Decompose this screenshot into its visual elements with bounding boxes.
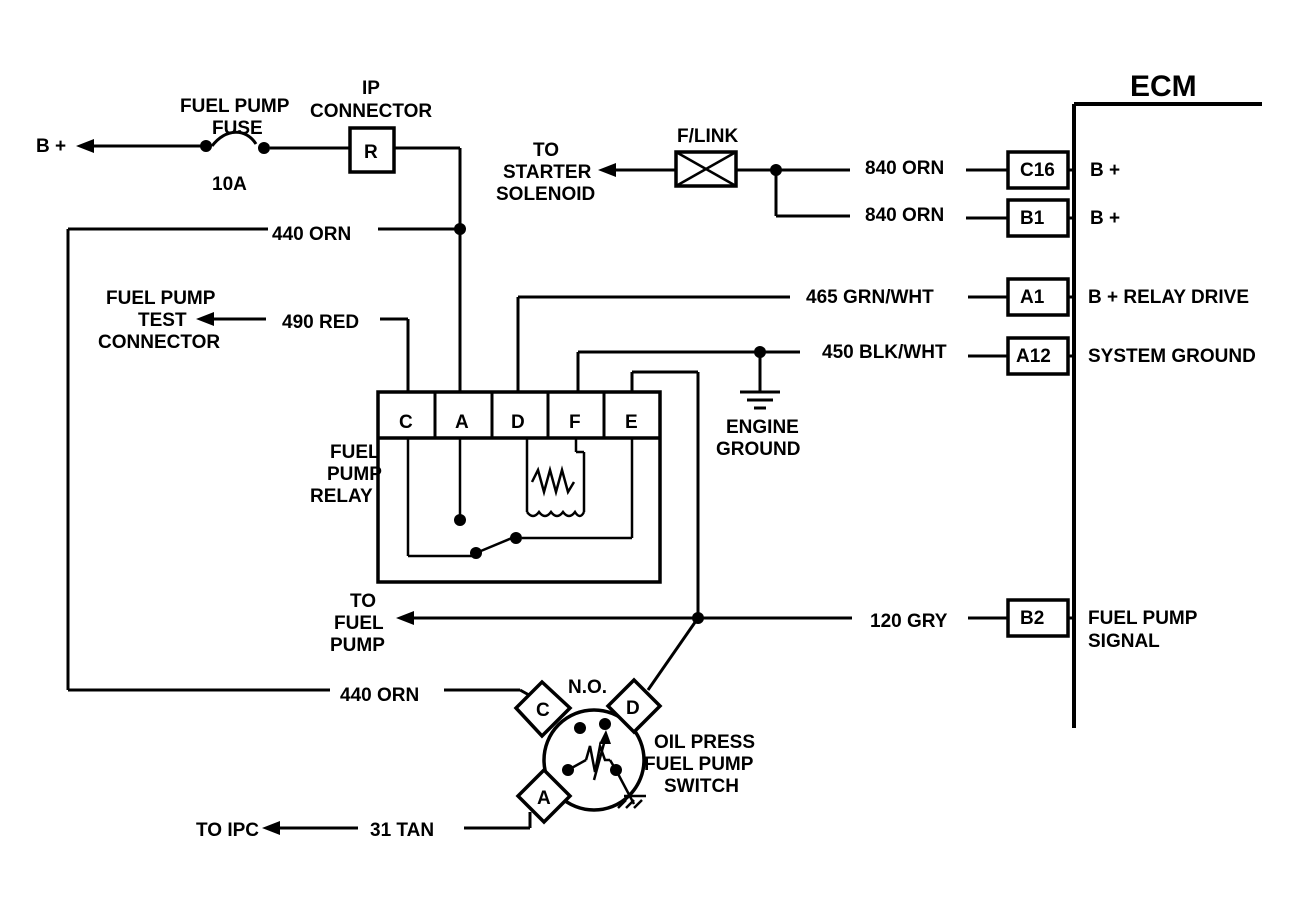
wire-490: FUEL PUMP TEST CONNECTOR 490 RED — [98, 288, 410, 392]
ecm-pin-b1-desc: B + — [1090, 208, 1120, 229]
ecm-pin-c16: C16 — [1020, 160, 1055, 181]
switch-no-label: N.O. — [568, 677, 607, 698]
wire-465: 465 GRN/WHT — [516, 287, 1008, 392]
relay-pin-c: C — [399, 412, 413, 433]
ecm-module: ECM C16 B + B1 B + A1 B + RELAY DRIVE A1… — [1006, 70, 1262, 728]
ecm-pin-b2: B2 — [1020, 608, 1044, 629]
arrow-left-icon — [598, 163, 616, 177]
switch-pin-a: A — [537, 788, 551, 809]
starter-label-2: STARTER — [503, 162, 592, 183]
ecm-pin-a1: A1 — [1020, 287, 1045, 308]
wire-440-label-bottom: 440 ORN — [340, 685, 419, 706]
wire-840-label-1: 840 ORN — [865, 158, 944, 179]
relay-housing — [376, 390, 662, 584]
fuse-title-2: FUSE — [212, 118, 263, 139]
test-connector-label-1: FUEL PUMP — [106, 288, 216, 309]
relay-name-2: PUMP — [327, 464, 382, 485]
wire-120-label: 120 GRY — [870, 611, 948, 632]
relay-pin-a: A — [455, 412, 469, 433]
wire-450-label: 450 BLK/WHT — [822, 342, 947, 363]
oil-pressure-switch: C D A N.O. OIL PRESS FUEL PUMP SWITCH — [513, 677, 755, 825]
ecm-pin-a1-desc: B + RELAY DRIVE — [1088, 287, 1249, 308]
ecm-pin-b1-box — [1006, 198, 1070, 238]
switch-terminal-d — [605, 677, 663, 735]
fusible-link-label: F/LINK — [677, 126, 738, 147]
b-plus-label: B + — [36, 136, 66, 157]
ip-connector-box — [348, 126, 396, 174]
relay-name-3: RELAY — [310, 486, 373, 507]
arrow-left-icon — [262, 821, 280, 835]
switch-body — [542, 708, 646, 812]
ip-connector-pin: R — [364, 142, 378, 163]
ecm-title: ECM — [1130, 70, 1197, 103]
relay-pin-e: E — [625, 412, 638, 433]
ecm-pin-b2-desc-1: FUEL PUMP — [1088, 608, 1198, 629]
test-connector-label-2: TEST — [138, 310, 187, 331]
relay-switch-icon — [406, 438, 634, 559]
wire-31-label: 31 TAN — [370, 820, 434, 841]
fuse-title-1: FUEL PUMP — [180, 96, 290, 117]
engine-ground-label-2: GROUND — [716, 439, 800, 460]
oil-switch-label-2: FUEL PUMP — [644, 754, 754, 775]
relay-coil-icon — [525, 438, 586, 518]
starter-label-1: TO — [533, 140, 559, 161]
to-fuel-pump-2: FUEL — [334, 613, 384, 634]
to-fuel-pump-1: TO — [350, 591, 376, 612]
starter-label-3: SOLENOID — [496, 184, 595, 205]
relay-name-1: FUEL — [330, 442, 380, 463]
switch-terminal-c — [513, 679, 573, 739]
fuse-icon — [210, 130, 258, 147]
ecm-pin-b1: B1 — [1020, 208, 1045, 229]
fuse-rating: 10A — [212, 174, 247, 195]
ip-connector-label-2: CONNECTOR — [310, 101, 432, 122]
switch-pin-d: D — [626, 698, 640, 719]
oil-switch-label-1: OIL PRESS — [654, 732, 755, 753]
wire-120: 120 GRY TO FUEL PUMP — [330, 591, 1008, 691]
to-ipc-label: TO IPC — [196, 820, 259, 841]
fuse-circuit: B + FUEL PUMP FUSE 10A R IP CONNECTOR — [36, 78, 466, 392]
fuel-pump-relay: C A D F E FUEL PUMP RELAY — [310, 370, 700, 618]
ip-connector-label-1: IP — [362, 78, 380, 99]
wire-440-label-top: 440 ORN — [272, 224, 351, 245]
switch-pin-c: C — [536, 700, 550, 721]
ecm-pin-a12-desc: SYSTEM GROUND — [1088, 346, 1256, 367]
starter-circuit: TO STARTER SOLENOID F/LINK 840 ORN 840 O… — [496, 126, 1008, 226]
ecm-pin-a12: A12 — [1016, 346, 1051, 367]
wire-465-label: 465 GRN/WHT — [806, 287, 934, 308]
oil-switch-label-3: SWITCH — [664, 776, 739, 797]
wire-490-label: 490 RED — [282, 312, 359, 333]
engine-ground-label-1: ENGINE — [726, 417, 799, 438]
wire-450: 450 BLK/WHT ENGINE GROUND — [576, 342, 1008, 460]
wire-840-label-2: 840 ORN — [865, 205, 944, 226]
ecm-pin-b2-desc-2: SIGNAL — [1088, 631, 1160, 652]
test-connector-label-3: CONNECTOR — [98, 332, 220, 353]
wire-440-orn: 440 ORN 440 ORN — [66, 224, 539, 706]
to-fuel-pump-3: PUMP — [330, 635, 385, 656]
switch-terminal-a — [515, 767, 573, 825]
arrow-left-icon — [196, 312, 214, 326]
wire-31: TO IPC 31 TAN — [196, 812, 532, 841]
arrow-left-icon — [76, 139, 94, 153]
arrow-left-icon — [396, 611, 414, 625]
ecm-pin-c16-desc: B + — [1090, 160, 1120, 181]
relay-pin-d: D — [511, 412, 525, 433]
relay-pin-f: F — [569, 412, 581, 433]
